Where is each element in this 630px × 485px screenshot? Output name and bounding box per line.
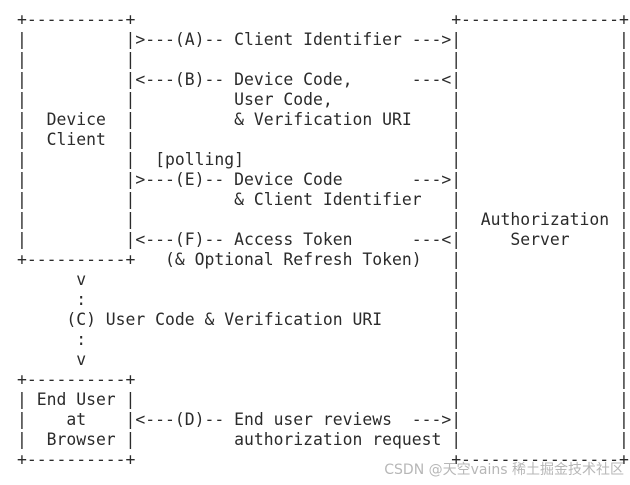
diagram-line: | | | Authorization |: [17, 210, 629, 229]
diagram-line: | |<---(B)-- Device Code, ---<| |: [17, 70, 629, 89]
diagram-line: | |<---(F)-- Access Token ---<| Server |: [17, 230, 629, 249]
diagram-line: | | | |: [17, 50, 629, 69]
diagram-line: v | |: [17, 270, 629, 289]
diagram-line: | | User Code, | |: [17, 90, 629, 109]
diagram-line: | End User | | |: [17, 390, 629, 409]
diagram-line: | at |<---(D)-- End user reviews --->| |: [17, 410, 629, 429]
diagram-line: +----------+ +----------------+: [17, 450, 629, 469]
diagram-line: v | |: [17, 350, 629, 369]
diagram-line: : | |: [17, 290, 629, 309]
diagram-line: +----------+ (& Optional Refresh Token) …: [17, 250, 629, 269]
watermark-text: CSDN @天空vains: [384, 462, 508, 478]
device-flow-diagram: +----------+ +----------------+| |>---(A…: [17, 10, 629, 470]
diagram-line: | | & Client Identifier | |: [17, 190, 629, 209]
diagram-line: | Device | & Verification URI | |: [17, 110, 629, 129]
diagram-line: : | |: [17, 330, 629, 349]
diagram-line: +----------+ +----------------+: [17, 10, 629, 29]
diagram-line: | |>---(E)-- Device Code --->| |: [17, 170, 629, 189]
diagram-line: | |>---(A)-- Client Identifier --->| |: [17, 30, 629, 49]
diagram-line: | Client | | |: [17, 130, 629, 149]
diagram-line: (C) User Code & Verification URI | |: [17, 310, 629, 329]
diagram-line: | | [polling] | |: [17, 150, 629, 169]
watermark-subtext: 稀土掘金技术社区: [512, 462, 624, 478]
watermark: CSDN @天空vains 稀土掘金技术社区: [384, 459, 624, 479]
diagram-line: | Browser | authorization request | |: [17, 430, 629, 449]
diagram-line: +----------+ | |: [17, 370, 629, 389]
